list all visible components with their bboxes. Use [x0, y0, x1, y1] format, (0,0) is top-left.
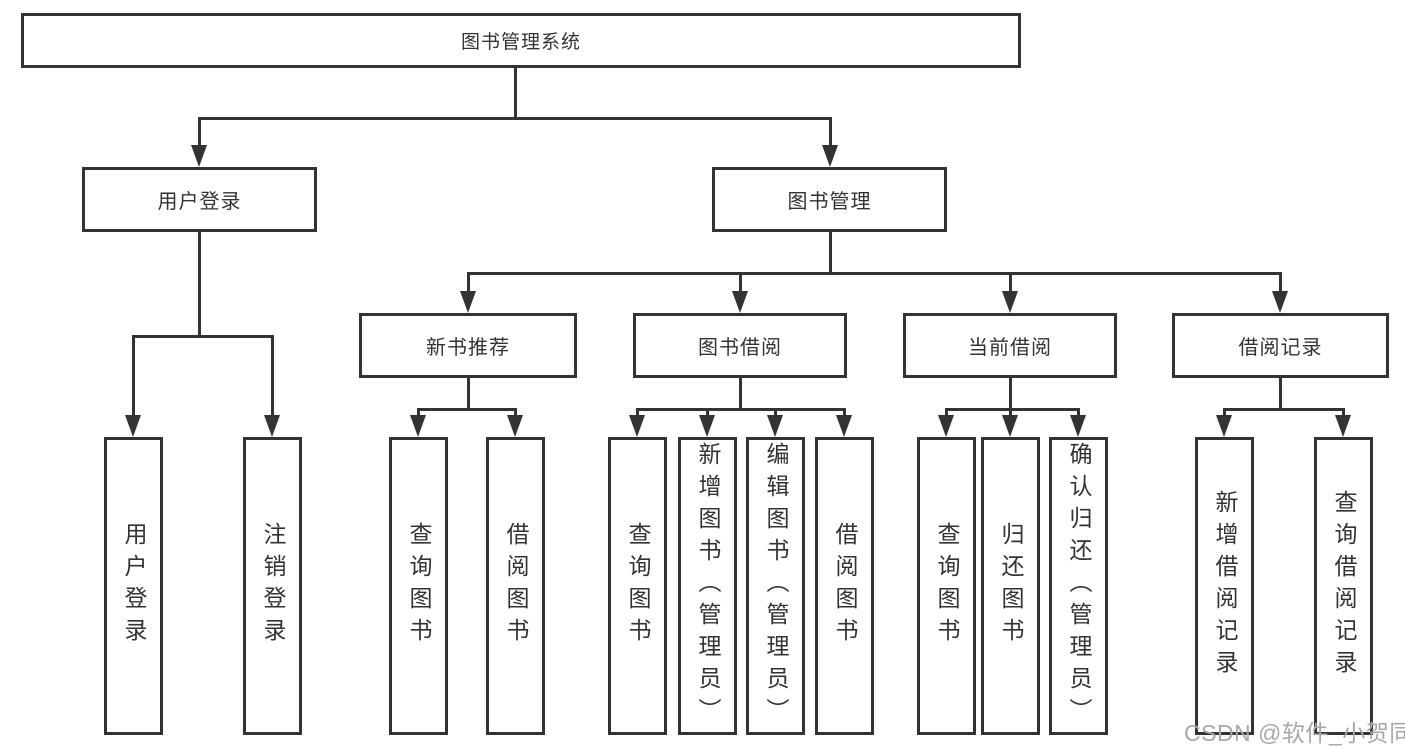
arrowhead — [836, 415, 852, 437]
node-label: 借阅记录 — [1238, 337, 1323, 359]
node-user-login: 用户登录 — [82, 167, 317, 232]
connector-line — [945, 408, 948, 417]
leaf-edit-books-admin: 编辑图书（管理员） — [746, 437, 805, 735]
node-label: 图书管理系统 — [460, 32, 581, 53]
connector-line — [1342, 408, 1345, 417]
leaf-return-books: 归还图书 — [981, 437, 1040, 735]
leaf-label: 新增借阅记录 — [1212, 490, 1238, 682]
leaf-label: 新增图书（管理员） — [695, 442, 721, 730]
leaf-confirm-return-admin: 确认归还（管理员） — [1049, 437, 1108, 735]
arrowhead — [938, 415, 954, 437]
arrowhead — [767, 415, 783, 437]
connector-line — [1077, 408, 1080, 417]
connector-line — [467, 272, 470, 292]
connector-line — [1279, 378, 1282, 408]
node-label: 用户登录 — [157, 191, 242, 213]
leaf-label: 确认归还（管理员） — [1066, 442, 1092, 730]
connector-line — [636, 408, 846, 411]
connector-line — [774, 408, 777, 417]
leaf-logout: 注销登录 — [243, 437, 302, 735]
arrowhead — [191, 145, 207, 167]
connector-line — [271, 335, 274, 416]
node-label: 图书管理 — [787, 191, 872, 213]
connector-line — [1009, 378, 1012, 408]
connector-line — [198, 117, 201, 146]
connector-line — [132, 335, 135, 416]
node-label: 当前借阅 — [968, 337, 1052, 359]
node-label: 新书推荐 — [426, 337, 510, 359]
connector-line — [739, 378, 742, 408]
leaf-query-books-recommend: 查询图书 — [389, 437, 448, 735]
arrowhead — [1272, 291, 1288, 313]
connector-line — [829, 117, 832, 146]
leaf-borrow-books-recommend: 借阅图书 — [486, 437, 545, 735]
connector-line — [1223, 408, 1345, 411]
connector-line — [1009, 408, 1012, 417]
leaf-borrow-books: 借阅图书 — [815, 437, 874, 735]
node-label: 图书借阅 — [698, 337, 782, 359]
leaf-label: 查询图书 — [406, 522, 432, 650]
connector-line — [636, 408, 639, 417]
connector-line — [198, 232, 201, 335]
leaf-query-books-current: 查询图书 — [917, 437, 976, 735]
leaf-label: 查询图书 — [625, 522, 651, 650]
connector-line — [945, 408, 1080, 411]
leaf-label: 编辑图书（管理员） — [763, 442, 789, 730]
leaf-query-books-borrow: 查询图书 — [608, 437, 667, 735]
arrowhead — [732, 291, 748, 313]
leaf-label: 查询图书 — [934, 522, 960, 650]
connector-line — [1223, 408, 1226, 417]
connector-line — [417, 408, 420, 417]
arrowhead — [1002, 415, 1018, 437]
arrowhead — [699, 415, 715, 437]
arrowhead — [1216, 415, 1232, 437]
node-new-book-recommendation: 新书推荐 — [359, 313, 577, 378]
arrowhead — [629, 415, 645, 437]
connector-line — [198, 117, 832, 120]
connector-line — [1279, 272, 1282, 292]
arrowhead — [410, 415, 426, 437]
leaf-label: 借阅图书 — [832, 522, 858, 650]
csdn-watermark: CSDN @软件_小贺同学 — [1184, 720, 1405, 746]
connector-line — [706, 408, 709, 417]
leaf-label: 查询借阅记录 — [1331, 490, 1357, 682]
connector-line — [514, 408, 517, 417]
connector-line — [417, 408, 517, 411]
leaf-add-borrow-record: 新增借阅记录 — [1195, 437, 1254, 735]
arrowhead — [1335, 415, 1351, 437]
node-book-management: 图书管理 — [712, 167, 947, 232]
arrowhead — [1070, 415, 1086, 437]
node-borrowing-records: 借阅记录 — [1172, 313, 1389, 378]
arrowhead — [264, 415, 280, 437]
node-root-library-system: 图书管理系统 — [21, 13, 1021, 68]
connector-line — [467, 272, 1282, 275]
leaf-label: 用户登录 — [121, 522, 147, 650]
node-book-borrowing: 图书借阅 — [633, 313, 847, 378]
connector-line — [843, 408, 846, 417]
leaf-user-login: 用户登录 — [104, 437, 163, 735]
node-current-borrowing: 当前借阅 — [903, 313, 1117, 378]
leaf-label: 注销登录 — [260, 522, 286, 650]
connector-line — [132, 335, 274, 338]
leaf-label: 归还图书 — [998, 522, 1024, 650]
connector-line — [467, 378, 470, 408]
arrowhead — [822, 145, 838, 167]
leaf-add-books-admin: 新增图书（管理员） — [678, 437, 737, 735]
arrowhead — [460, 291, 476, 313]
leaf-query-borrow-record: 查询借阅记录 — [1314, 437, 1373, 735]
connector-line — [1009, 272, 1012, 292]
arrowhead — [125, 415, 141, 437]
arrowhead — [1002, 291, 1018, 313]
connector-line — [829, 232, 832, 272]
leaf-label: 借阅图书 — [503, 522, 529, 650]
arrowhead — [507, 415, 523, 437]
connector-line — [739, 272, 742, 292]
connector-line — [514, 68, 517, 117]
